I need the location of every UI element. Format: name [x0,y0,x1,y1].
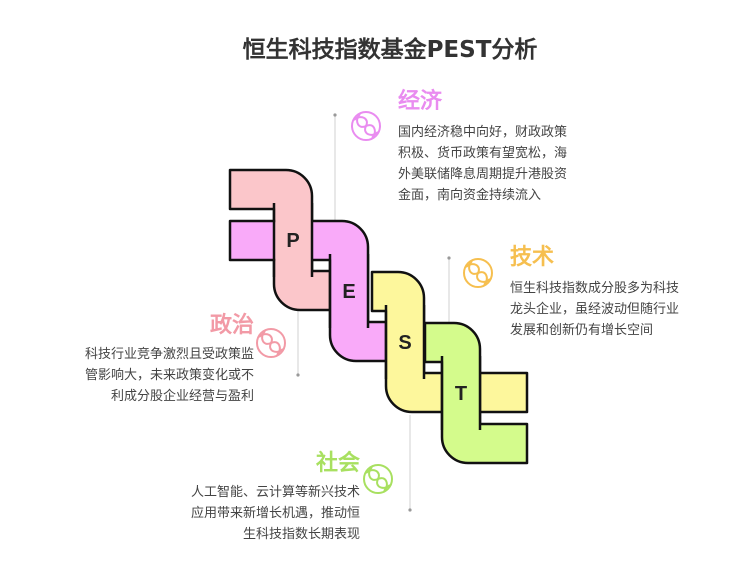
text-line: 恒生科技指数成分股多为科技 [510,281,680,296]
technology-swirl-icon [462,257,494,289]
diagram-title: 恒生科技指数基金PEST分析 [242,37,538,63]
politics-text: 科技行业竞争激烈且受政策监 管影响大，未来政策变化或不 利成分股企业经营与盈利 [85,344,254,407]
text-line: 发展和创新仍有增长空间 [510,323,654,338]
text-line: 科技行业竞争激烈且受政策监 [84,347,254,362]
society-text: 人工智能、云计算等新兴技术 应用带来新增长机遇，推动恒 生科技指数长期表现 [191,482,360,545]
ribbon-politics-vertical [275,203,313,277]
economy-heading: 经济 [398,89,443,114]
guide-dot [333,113,337,117]
letter-s: S [398,332,411,354]
politics-heading: 政治 [209,313,254,338]
letter-p: P [286,230,299,252]
text-line: 人工智能、云计算等新兴技术 [190,485,360,500]
text-line: 外美联储降息周期提升港股资 [398,167,568,182]
technology-heading: 技术 [510,245,555,270]
guide-dot [296,373,300,377]
guide-dot [447,256,451,260]
society-heading: 社会 [315,451,360,476]
guide-dot [408,508,412,512]
politics-swirl-icon [255,327,287,359]
text-line: 利成分股企业经营与盈利 [110,389,254,404]
text-line: 积极、货币政策有望宽松，海 [398,146,568,161]
letter-e: E [342,281,355,303]
text-line: 金面，南向资金持续流入 [398,188,542,203]
text-line: 应用带来新增长机遇，推动恒 [190,506,360,521]
society-section: 社会 人工智能、云计算等新兴技术 应用带来新增长机遇，推动恒 生科技指数长期表现 [191,450,360,545]
ribbon-technology-vertical [443,356,481,430]
ribbon-society-vertical [387,305,425,379]
letter-t: T [455,383,467,405]
text-line: 国内经济稳中向好，财政政策 [398,125,568,140]
society-swirl-icon [362,463,394,495]
text-line: 生科技指数长期表现 [242,527,360,542]
ribbon-economy-vertical [331,254,369,328]
economy-swirl-icon [350,110,382,142]
economy-section: 经济 国内经济稳中向好，财政政策 积极、货币政策有望宽松，海 外美联储降息周期提… [398,88,567,206]
text-line: 龙头企业，虽经波动但随行业 [510,302,680,317]
politics-section: 政治 科技行业竞争激烈且受政策监 管影响大，未来政策变化或不 利成分股企业经营与… [85,312,254,407]
technology-section: 技术 恒生科技指数成分股多为科技 龙头企业，虽经波动但随行业 发展和创新仍有增长… [510,244,679,341]
guide-lines [296,113,451,512]
text-line: 管影响大，未来政策变化或不 [84,368,254,383]
economy-text: 国内经济稳中向好，财政政策 积极、货币政策有望宽松，海 外美联储降息周期提升港股… [398,122,567,206]
technology-text: 恒生科技指数成分股多为科技 龙头企业，虽经波动但随行业 发展和创新仍有增长空间 [510,278,679,341]
